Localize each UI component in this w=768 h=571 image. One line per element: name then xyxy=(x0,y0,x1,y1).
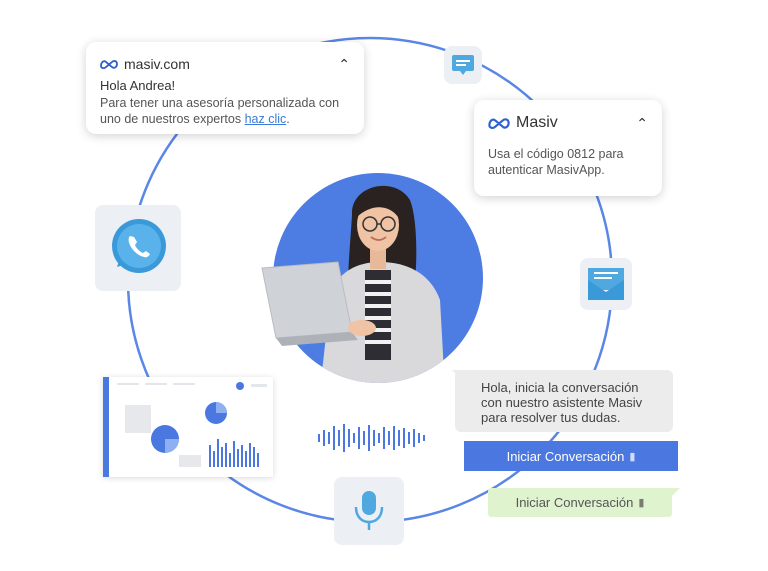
email-tile xyxy=(580,258,632,310)
start-conversation-button[interactable]: Iniciar Conversación ▮ xyxy=(464,441,678,471)
sms-message: Usa el código 0812 para autenticar Masiv… xyxy=(488,147,624,177)
meta-logo-icon xyxy=(100,60,118,69)
start-conversation-reply-label: Iniciar Conversación xyxy=(515,495,634,510)
woman-with-laptop-illustration xyxy=(261,185,445,383)
dashboard-graphic xyxy=(103,377,267,477)
notification-message: Para tener una asesoría personalizada co… xyxy=(100,95,350,127)
whatsapp-tile xyxy=(95,205,181,291)
analytics-dashboard-illustration xyxy=(103,377,273,477)
chat-message-icon xyxy=(452,55,474,75)
card-header: Masiv ⌃ xyxy=(488,114,648,132)
brand: Masiv xyxy=(488,114,558,132)
chevron-up-icon[interactable]: ⌃ xyxy=(636,115,648,131)
message-period: . xyxy=(286,112,290,126)
microphone-icon xyxy=(354,491,384,530)
start-conversation-reply-button[interactable]: Iniciar Conversación ▮ xyxy=(488,488,672,517)
chevron-up-icon[interactable]: ⌃ xyxy=(338,56,350,72)
haz-clic-link[interactable]: haz clic xyxy=(244,112,287,126)
sms-notification-card[interactable]: Masiv ⌃ Usa el código 0812 para autentic… xyxy=(474,100,662,196)
chat-flag-icon: ▮ xyxy=(629,450,636,463)
sms-brand: Masiv xyxy=(516,114,558,131)
start-conversation-label: Iniciar Conversación xyxy=(506,448,625,464)
chat-tile xyxy=(444,46,482,84)
card-header: masiv.com ⌃ xyxy=(100,56,350,72)
meta-logo-icon xyxy=(488,118,510,129)
notification-domain: masiv.com xyxy=(124,56,190,72)
notification-greeting: Hola Andrea! xyxy=(100,78,176,93)
audio-wave-icon xyxy=(318,424,425,452)
chat-flag-icon: ▮ xyxy=(638,497,645,509)
brand: masiv.com xyxy=(100,56,190,72)
reply-bubble-tail xyxy=(670,488,680,498)
chat-bubble: Hola, inicia la conversación con nuestro… xyxy=(455,370,673,432)
voice-tile xyxy=(334,477,404,545)
email-icon xyxy=(588,268,624,300)
whatsapp-icon xyxy=(112,219,166,273)
notification-message-text: Para tener una asesoría personalizada co… xyxy=(100,96,340,126)
web-push-notification-card[interactable]: masiv.com ⌃ Hola Andrea! Para tener una … xyxy=(86,42,364,134)
